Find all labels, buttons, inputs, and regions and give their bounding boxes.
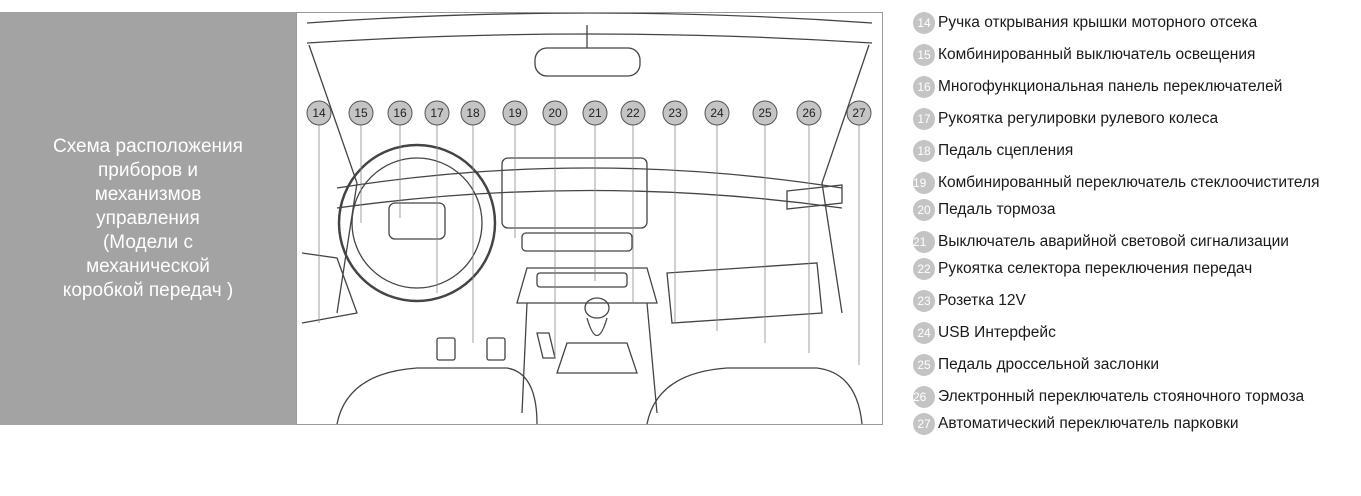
legend-text: Ручка открывания крышки моторного отсека	[938, 14, 1258, 32]
legend-number-badge: 25	[913, 354, 935, 376]
callout-number: 19	[508, 106, 522, 120]
legend-number-badge: 18	[913, 140, 935, 162]
legend-number-badge: 20	[913, 199, 935, 221]
callout-number: 22	[626, 106, 640, 120]
legend-text: Педаль сцепления	[938, 142, 1074, 160]
legend-number-badge: 19	[913, 172, 935, 194]
legend-number-badge: 17	[913, 108, 935, 130]
cockpit-diagram: 14 15 16 17 18 19 20 21 22 23 24 25 26 27	[296, 12, 883, 425]
callout-21: 21	[582, 100, 608, 126]
callout-number: 20	[548, 106, 562, 120]
legend-text: Многофункциональная панель переключателе…	[938, 78, 1283, 96]
callout-number: 18	[466, 106, 480, 120]
callout-27: 27	[846, 100, 872, 126]
callout-25: 25	[752, 100, 778, 126]
legend-text: Рукоятка регулировки рулевого колеса	[938, 110, 1219, 128]
legend-text: USB Интерфейс	[938, 324, 1056, 342]
legend-text: Педаль дроссельной заслонки	[938, 356, 1159, 374]
callout-24: 24	[704, 100, 730, 126]
callout-number: 24	[710, 106, 724, 120]
callout-19: 19	[502, 100, 528, 126]
cockpit-illustration: 14 15 16 17 18 19 20 21 22 23 24 25 26 27	[301, 13, 873, 424]
legend-number-badge: 27	[913, 413, 935, 435]
legend-number-badge: 15	[913, 44, 935, 66]
legend-text: Электронный переключатель стояночного то…	[938, 388, 1305, 406]
callout-18: 18	[460, 100, 486, 126]
callout-23: 23	[662, 100, 688, 126]
legend-text: Комбинированный выключатель освещения	[938, 46, 1256, 64]
callout-number: 26	[802, 106, 816, 120]
callout-16: 16	[387, 100, 413, 126]
callout-number: 15	[354, 106, 368, 120]
callout-number: 14	[312, 106, 326, 120]
callout-15: 15	[348, 100, 374, 126]
legend-number-badge: 23	[913, 290, 935, 312]
side-panel: Схема расположения приборов и механизмов…	[0, 12, 296, 425]
callout-number: 21	[588, 106, 602, 120]
callout-number: 23	[668, 106, 682, 120]
callout-26: 26	[796, 100, 822, 126]
callout-number: 17	[430, 106, 444, 120]
legend-number-badge: 21	[913, 231, 935, 253]
callout-14: 14	[306, 100, 332, 126]
callout-17: 17	[424, 100, 450, 126]
callout-number: 16	[393, 106, 407, 120]
legend-number-badge: 26	[913, 386, 935, 408]
section-title: Схема расположения приборов и механизмов…	[53, 135, 243, 301]
legend-number-badge: 24	[913, 322, 935, 344]
legend-text: Автоматический переключатель парковки	[938, 415, 1239, 433]
legend-text: Комбинированный переключатель стеклоочис…	[938, 174, 1320, 192]
callout-20: 20	[542, 100, 568, 126]
legend-text: Выключатель аварийной световой сигнализа…	[938, 233, 1289, 251]
legend-number-badge: 16	[913, 76, 935, 98]
legend-number-badge: 22	[913, 258, 935, 280]
callout-number: 25	[758, 106, 772, 120]
callout-number: 27	[852, 106, 866, 120]
legend-text: Розетка 12V	[938, 292, 1026, 310]
callout-22: 22	[620, 100, 646, 126]
legend-text: Педаль тормоза	[938, 201, 1056, 219]
legend-text: Рукоятка селектора переключения передач	[938, 260, 1253, 278]
legend-number-badge: 14	[913, 12, 935, 34]
